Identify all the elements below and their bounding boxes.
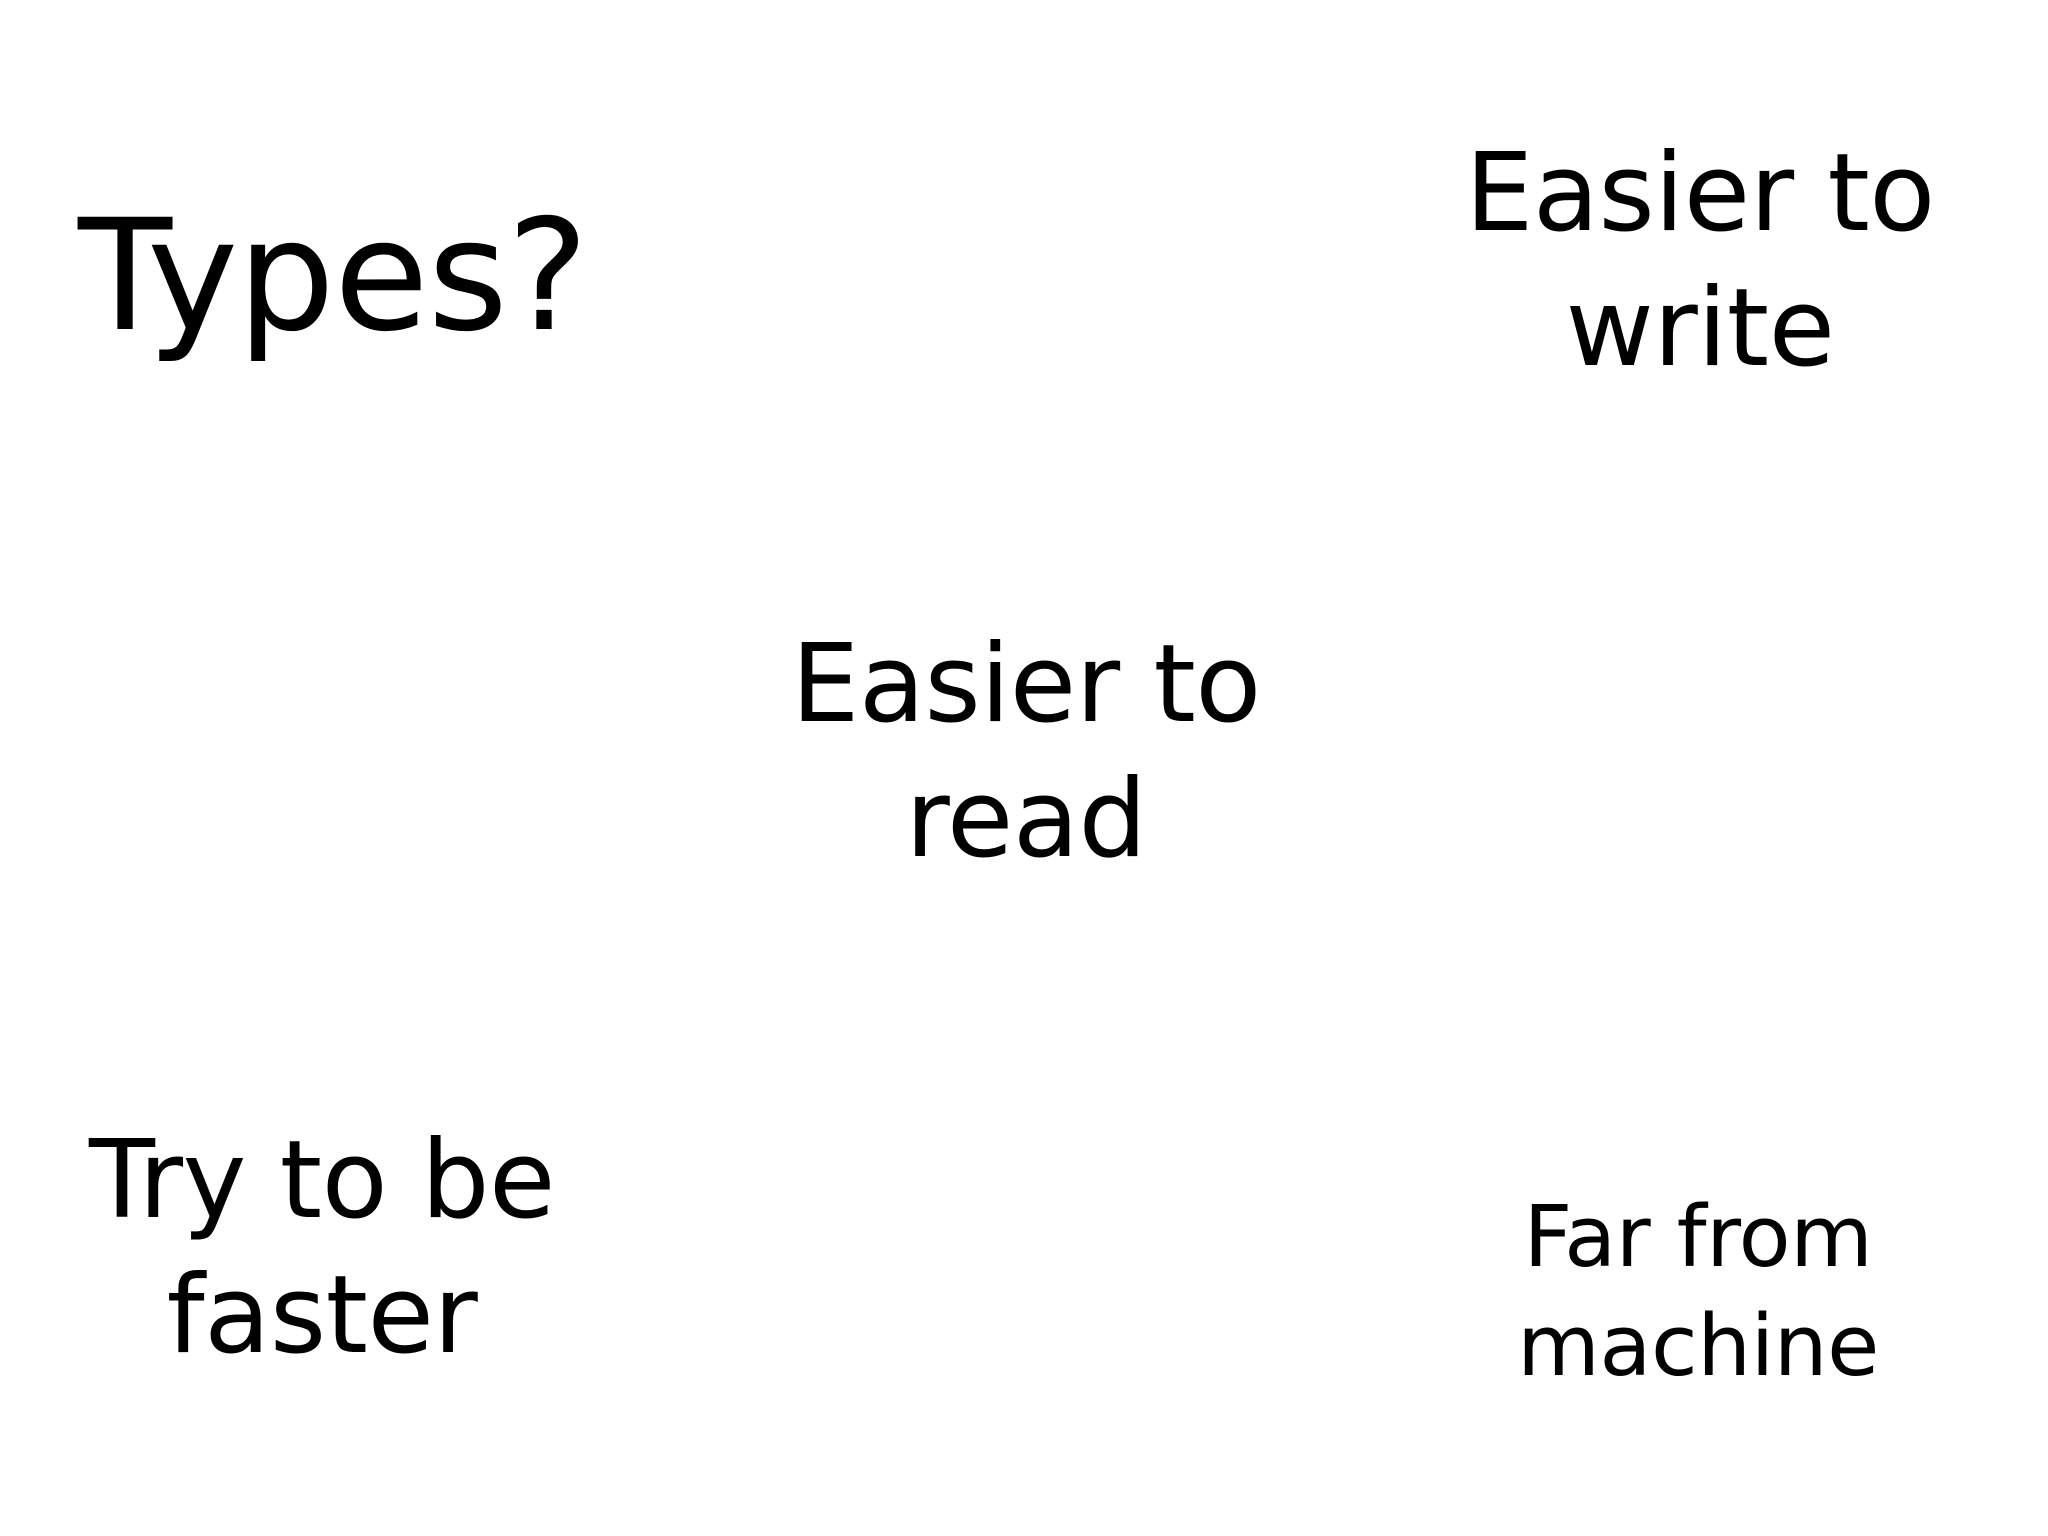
text-far-from-machine: Far from machine <box>1517 1188 1879 1396</box>
text-easier-to-read: Easier to read <box>791 622 1261 882</box>
text-easier-to-write: Easier to write <box>1465 131 1935 391</box>
text-try-to-be-faster: Try to be faster <box>89 1118 556 1378</box>
page-title: Types? <box>78 187 589 366</box>
